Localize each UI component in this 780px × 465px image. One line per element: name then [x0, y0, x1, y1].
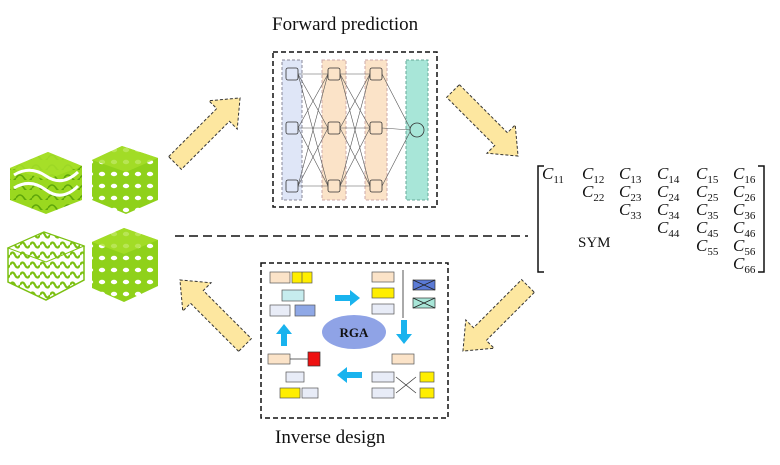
matrix-entry: C45 [696, 218, 719, 240]
lattice-structure-diamond [6, 231, 86, 301]
arrow-to-forward [167, 97, 241, 171]
matrix-entry: C55 [696, 236, 719, 258]
nn-connection [297, 73, 329, 187]
matrix-entry: C26 [733, 182, 756, 204]
forward-prediction-title: Forward prediction [272, 14, 419, 35]
matrix-entry: C34 [657, 200, 680, 222]
matrix-sym-label: SYM [578, 235, 611, 251]
nn-node [327, 67, 341, 81]
nn-node [369, 121, 383, 135]
matrix-entry: C11 [542, 164, 564, 186]
matrix-entry: C22 [582, 182, 604, 204]
matrix-entry: C66 [733, 254, 756, 276]
nn-connection [339, 127, 371, 187]
matrix-entry: C44 [657, 218, 680, 240]
matrix-left-bracket [537, 165, 544, 273]
nn-node [369, 67, 383, 81]
cycle-arrows [276, 290, 412, 383]
matrix-entry: C23 [619, 182, 642, 204]
nn-connection [339, 73, 371, 187]
matrix-entry: C12 [582, 164, 604, 186]
nn-connection [339, 73, 371, 129]
matrix-entry: C46 [733, 218, 756, 240]
genetic-algorithm-panel: RGA [260, 262, 449, 419]
arrow-from-inverse [179, 279, 253, 353]
matrix-entry: C24 [657, 182, 680, 204]
rga-label: RGA [340, 325, 370, 340]
matrix-entry: C33 [619, 200, 642, 222]
lattice-structure-gyroid [10, 152, 82, 214]
matrix-entry: C36 [733, 200, 756, 222]
nn-node [369, 179, 383, 193]
nn-node [327, 121, 341, 135]
inverse-design-title: Inverse design [275, 427, 386, 448]
gene-group-crossover [371, 353, 435, 399]
nn-node [327, 179, 341, 193]
matrix-right-bracket [758, 165, 765, 273]
gene-group-selection [371, 270, 436, 318]
gene-group-population [269, 271, 316, 317]
arrow-from-forward [445, 83, 519, 157]
arrow-to-inverse [462, 278, 536, 352]
matrix-entry: C35 [696, 200, 719, 222]
gene-group-mutation [267, 351, 321, 399]
nn-node [285, 121, 299, 135]
neural-network-panel [272, 51, 438, 208]
matrix-entry: C25 [696, 182, 719, 204]
matrix-entry: C14 [657, 164, 680, 186]
nn-connection [381, 129, 412, 187]
nn-node [409, 122, 425, 138]
matrix-entry: C16 [733, 164, 756, 186]
nn-node [285, 67, 299, 81]
rga-ellipse [322, 315, 386, 349]
nn-connection [297, 127, 329, 187]
lattice-structure-iwp [92, 228, 158, 302]
nn-connection [297, 73, 329, 129]
nn-connection [381, 73, 412, 131]
nn-connection [381, 127, 412, 131]
lattice-structure-schwarz [92, 146, 158, 214]
matrix-entry: C15 [696, 164, 719, 186]
nn-node [285, 179, 299, 193]
matrix-entry: C13 [619, 164, 642, 186]
matrix-entry: C56 [733, 236, 756, 258]
